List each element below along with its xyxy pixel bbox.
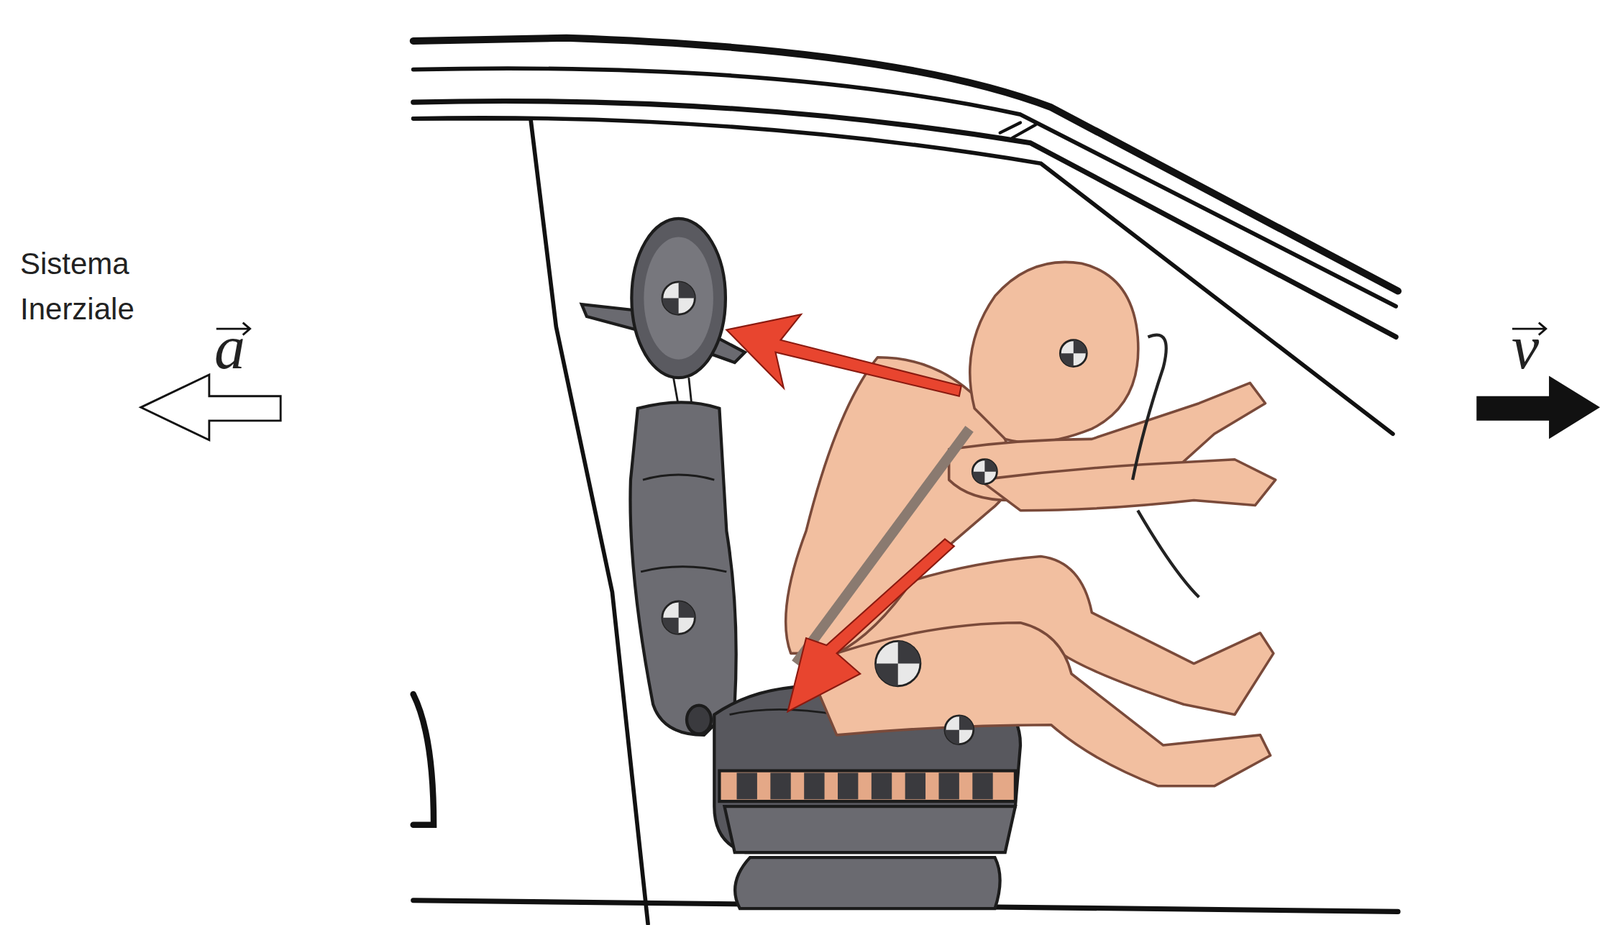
vector-symbol: v — [1511, 316, 1555, 379]
illustration-part — [871, 772, 892, 799]
illustration-part — [1132, 335, 1199, 598]
illustration-part — [972, 772, 993, 799]
illustration-part — [640, 474, 727, 572]
illustration-part — [837, 772, 858, 799]
illustration-part — [875, 640, 921, 686]
illustration-part — [875, 640, 921, 686]
illustration-part — [413, 693, 434, 825]
vector-symbol: a — [214, 316, 258, 379]
illustration-part — [643, 236, 713, 359]
illustration-part — [1059, 340, 1087, 367]
illustration-part — [972, 459, 997, 484]
illustration-part — [726, 314, 961, 397]
illustration-part — [662, 281, 695, 315]
illustration-part — [662, 601, 695, 634]
illustration-part — [806, 622, 1271, 786]
illustration-part — [662, 281, 695, 315]
illustration-part — [581, 218, 1021, 909]
illustration-part — [1000, 122, 1037, 138]
illustration-part — [686, 705, 712, 735]
illustration-part — [413, 100, 1397, 337]
illustration-part — [726, 314, 961, 712]
illustration-part — [944, 715, 974, 745]
illustration-part — [875, 640, 921, 686]
illustration-part — [905, 772, 926, 799]
illustration-part — [724, 806, 1015, 853]
illustration-part — [970, 261, 1139, 443]
illustration-part — [770, 772, 791, 799]
illustration-part — [1476, 375, 1600, 439]
illustration-part — [737, 772, 758, 799]
frame-label: Sistema Inerziale — [20, 240, 157, 332]
illustration-part — [734, 857, 1001, 909]
illustration-part — [629, 401, 736, 735]
illustration-part — [413, 118, 648, 925]
illustration-part — [140, 374, 281, 441]
illustration-part — [413, 38, 1398, 292]
illustration-part — [413, 38, 1398, 925]
illustration-part — [979, 459, 1276, 511]
illustration-part — [972, 459, 997, 484]
illustration-part — [944, 715, 974, 745]
illustration-part — [140, 38, 1600, 925]
illustration-part — [719, 770, 1016, 802]
illustration-part — [785, 261, 1276, 786]
illustration-part — [413, 68, 1397, 307]
illustration-part — [803, 772, 825, 799]
illustration-part — [662, 281, 695, 315]
illustration-part — [662, 601, 695, 634]
illustration-part — [972, 459, 997, 484]
illustration-part — [1059, 340, 1087, 367]
illustration-part — [944, 715, 974, 745]
illustration-part — [631, 218, 726, 378]
illustration-part — [662, 281, 1087, 745]
illustration-part — [1059, 340, 1087, 367]
illustration-part — [216, 322, 1547, 336]
illustration-part — [662, 601, 695, 634]
illustration-part — [787, 538, 954, 712]
illustration-part — [938, 772, 959, 799]
